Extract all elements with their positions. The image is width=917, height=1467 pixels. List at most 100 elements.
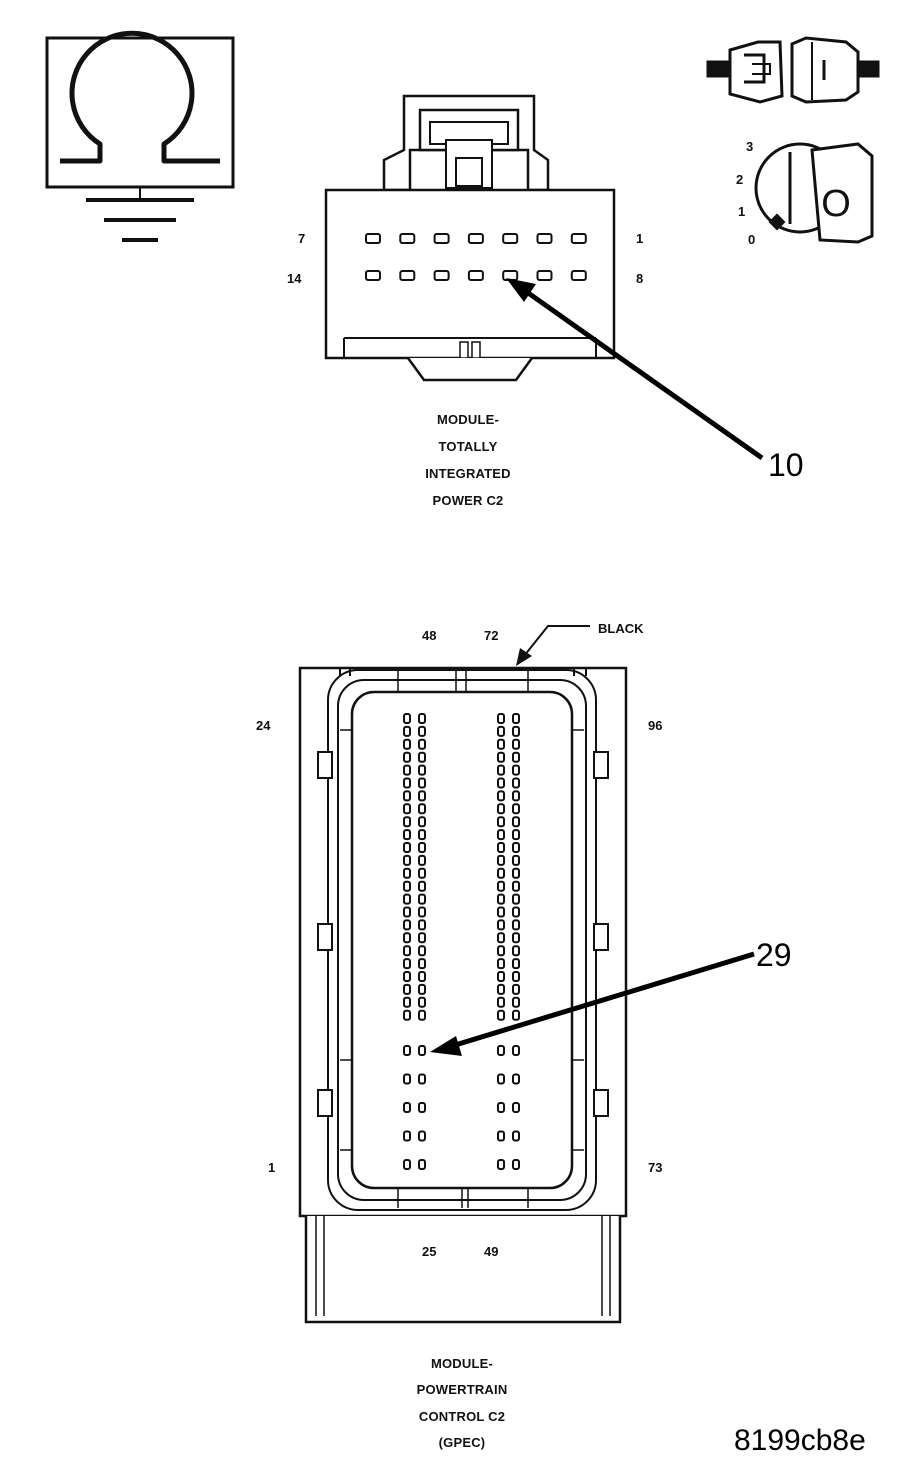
ignition-key-icon: O 3 2 1 0 — [736, 139, 874, 247]
pcm-pin-cavity — [403, 764, 411, 776]
tipm-pin-cavity — [467, 233, 484, 244]
pcm-pin-cavity — [497, 816, 505, 828]
pcm-pin-cavity — [497, 996, 505, 1008]
tipm-pin-cavity — [502, 233, 519, 244]
tipm-pin-cavity — [399, 270, 416, 281]
tipm-pin-label-8: 8 — [636, 271, 643, 286]
pcm-pin-label-24: 24 — [256, 718, 271, 733]
pcm-pin-cavity — [497, 1073, 505, 1085]
pcm-caption-line-2: POWERTRAIN — [417, 1382, 508, 1397]
callout-29: 29 — [756, 937, 792, 973]
pcm-pin-label-48: 48 — [422, 628, 436, 643]
pcm-pin-cavity — [497, 880, 505, 892]
pcm-pin-cavity — [512, 983, 520, 995]
pcm-pin-cavity — [418, 1073, 426, 1085]
pcm-pin-label-1: 1 — [268, 1160, 275, 1175]
pcm-pin-cavity — [418, 803, 426, 815]
ignition-position-3: 3 — [746, 139, 753, 154]
pcm-pin-label-73: 73 — [648, 1160, 662, 1175]
pcm-pin-cavity — [403, 1009, 411, 1021]
pcm-pin-cavity — [512, 996, 520, 1008]
tipm-caption-line-4: POWER C2 — [433, 493, 504, 508]
pcm-pin-cavity — [403, 906, 411, 918]
tipm-pin-cavity — [570, 233, 587, 244]
pcm-pin-cavity — [403, 713, 411, 724]
pcm-pin-cavity — [403, 1130, 411, 1142]
pcm-pin-cavity — [418, 1130, 426, 1142]
pcm-pin-cavity — [418, 764, 426, 776]
pcm-pin-cavity — [512, 906, 520, 918]
callout-10-arrow — [506, 278, 764, 461]
pcm-pin-cavity — [497, 777, 505, 789]
pcm-pin-cavity — [403, 867, 411, 879]
pcm-pin-cavity — [403, 1045, 411, 1056]
pcm-pin-cavity — [512, 867, 520, 879]
pcm-pin-grid — [403, 713, 520, 1170]
tipm-c2-connector — [324, 94, 616, 382]
pcm-pin-cavity — [418, 996, 426, 1008]
pcm-pin-cavity — [418, 932, 426, 944]
figure-id: 8199cb8e — [734, 1424, 866, 1457]
pcm-pin-cavity — [512, 945, 520, 957]
pcm-pin-label-25: 25 — [422, 1244, 436, 1259]
tipm-pin-cavity — [467, 270, 484, 281]
pcm-pin-cavity — [512, 1102, 520, 1113]
pcm-pin-cavity — [497, 764, 505, 776]
tipm-caption-line-3: INTEGRATED — [425, 466, 511, 481]
pcm-pin-cavity — [418, 816, 426, 828]
pcm-pin-cavity — [512, 842, 520, 853]
pcm-pin-cavity — [512, 1045, 520, 1056]
pcm-pin-cavity — [497, 867, 505, 879]
pcm-caption-line-3: CONTROL C2 — [419, 1409, 505, 1424]
pcm-pin-cavity — [512, 751, 520, 763]
pcm-pin-cavity — [403, 1159, 411, 1170]
pcm-pin-cavity — [418, 919, 426, 931]
pcm-pin-label-96: 96 — [648, 718, 662, 733]
ignition-position-2: 2 — [736, 172, 743, 187]
tipm-pin-label-1: 1 — [636, 231, 643, 246]
pcm-pin-cavity — [512, 777, 520, 789]
pcm-pin-cavity — [512, 1009, 520, 1021]
pcm-pin-cavity — [418, 1159, 426, 1170]
pcm-pin-cavity — [512, 738, 520, 750]
callout-10: 10 — [768, 447, 804, 483]
pcm-pin-cavity — [497, 842, 505, 853]
pcm-pin-cavity — [497, 945, 505, 957]
pcm-pin-cavity — [418, 854, 426, 866]
pcm-pin-cavity — [512, 880, 520, 892]
connector-disconnect-icon — [706, 36, 880, 104]
tipm-pin-cavity — [536, 233, 553, 244]
pcm-pin-cavity — [403, 803, 411, 815]
tipm-pin-cavity — [365, 233, 381, 244]
pcm-pin-cavity — [418, 958, 426, 970]
pcm-pin-cavity — [497, 751, 505, 763]
pcm-pin-cavity — [403, 996, 411, 1008]
pcm-pin-cavity — [497, 1102, 505, 1113]
pcm-pin-cavity — [418, 945, 426, 957]
pcm-pin-cavity — [497, 854, 505, 866]
pcm-pin-cavity — [497, 738, 505, 750]
pcm-pin-cavity — [403, 1102, 411, 1113]
pcm-pin-cavity — [512, 713, 520, 724]
pcm-pin-cavity — [512, 816, 520, 828]
tipm-pin-cavity — [433, 233, 450, 244]
pcm-pin-cavity — [418, 971, 426, 982]
tipm-pin-cavity — [433, 270, 450, 281]
pcm-pin-cavity — [512, 958, 520, 970]
pcm-pin-cavity — [418, 751, 426, 763]
pcm-pin-cavity — [403, 725, 411, 737]
pcm-pin-cavity — [497, 1130, 505, 1142]
pcm-pin-cavity — [497, 725, 505, 737]
pcm-pin-cavity — [497, 1009, 505, 1021]
pcm-caption-line-4: (GPEC) — [439, 1435, 486, 1450]
pcm-pin-cavity — [497, 713, 505, 724]
pcm-pin-cavity — [497, 1045, 505, 1056]
pcm-pin-cavity — [418, 738, 426, 750]
tipm-pin-cavity — [399, 233, 416, 244]
ohmmeter-ground-icon — [45, 30, 235, 242]
pcm-pin-cavity — [418, 790, 426, 802]
pcm-pin-cavity — [403, 829, 411, 841]
tipm-pin-label-7: 7 — [298, 231, 305, 246]
pcm-pin-cavity — [403, 738, 411, 750]
